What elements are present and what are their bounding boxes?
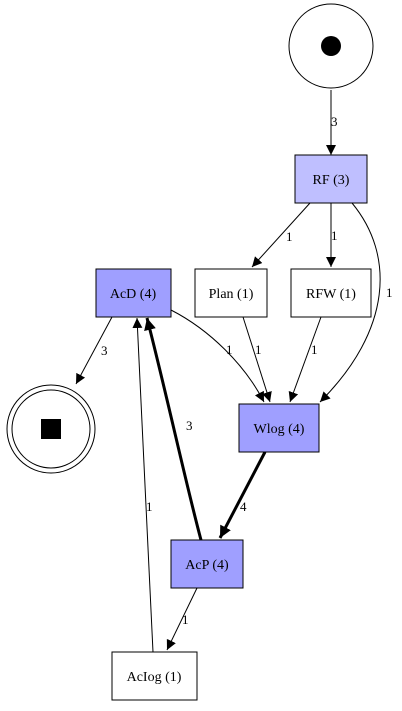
edge-rfw-wlog <box>288 316 322 403</box>
start-node[interactable] <box>288 3 374 89</box>
edge-label-acd-wlog: 1 <box>226 342 233 357</box>
node-rf[interactable]: RF (3) <box>294 154 368 204</box>
edge-acp-acd <box>144 317 203 541</box>
node-rf-label: RF (3) <box>313 173 350 188</box>
edge-label-wlog-acp: 4 <box>240 499 247 514</box>
edge-label-aclog-acd: 1 <box>146 499 153 514</box>
edge-label-acp-aclog: 1 <box>182 612 189 627</box>
edge-plan-wlog <box>242 316 272 403</box>
node-acp-label: AcP (4) <box>185 558 229 573</box>
end-node[interactable] <box>6 384 96 474</box>
nodes-layer: RF (3) AcD (4) Plan (1) RFW (1) Wlog (4)… <box>6 3 374 701</box>
edge-wlog-acp <box>218 451 267 539</box>
edges-layer: 3 1 1 1 3 1 1 1 4 3 1 1 <box>75 90 393 653</box>
node-wlog[interactable]: Wlog (4) <box>238 403 320 453</box>
node-plan[interactable]: Plan (1) <box>194 268 268 318</box>
edge-rf-wlog <box>319 202 381 403</box>
edge-label-rf-rfw: 1 <box>331 228 338 243</box>
node-wlog-label: Wlog (4) <box>254 422 305 437</box>
node-acd-label: AcD (4) <box>110 287 157 302</box>
start-dot-icon <box>321 36 341 56</box>
edge-acd-wlog <box>170 309 265 403</box>
edge-label-rf-plan: 1 <box>286 229 293 244</box>
edge-acp-aclog <box>166 587 198 651</box>
node-acp[interactable]: AcP (4) <box>170 539 244 589</box>
edge-label-plan-wlog: 1 <box>255 342 262 357</box>
node-rfw[interactable]: RFW (1) <box>290 268 372 318</box>
node-aclog[interactable]: AcIog (1) <box>111 651 198 701</box>
node-acd[interactable]: AcD (4) <box>95 268 172 318</box>
end-square-icon <box>41 419 61 439</box>
edge-rf-plan <box>251 202 311 268</box>
edge-label-acd-end: 3 <box>101 343 108 358</box>
edge-label-rfw-wlog: 1 <box>311 342 318 357</box>
edge-label-rf-wlog: 1 <box>386 285 393 300</box>
node-rfw-label: RFW (1) <box>306 287 356 302</box>
edge-aclog-acd <box>132 317 154 653</box>
node-plan-label: Plan (1) <box>209 287 254 302</box>
edge-acd-end <box>75 316 113 385</box>
edge-label-start-rf: 3 <box>331 114 338 129</box>
edge-label-acp-acd: 3 <box>186 418 193 433</box>
node-aclog-label: AcIog (1) <box>127 670 182 685</box>
